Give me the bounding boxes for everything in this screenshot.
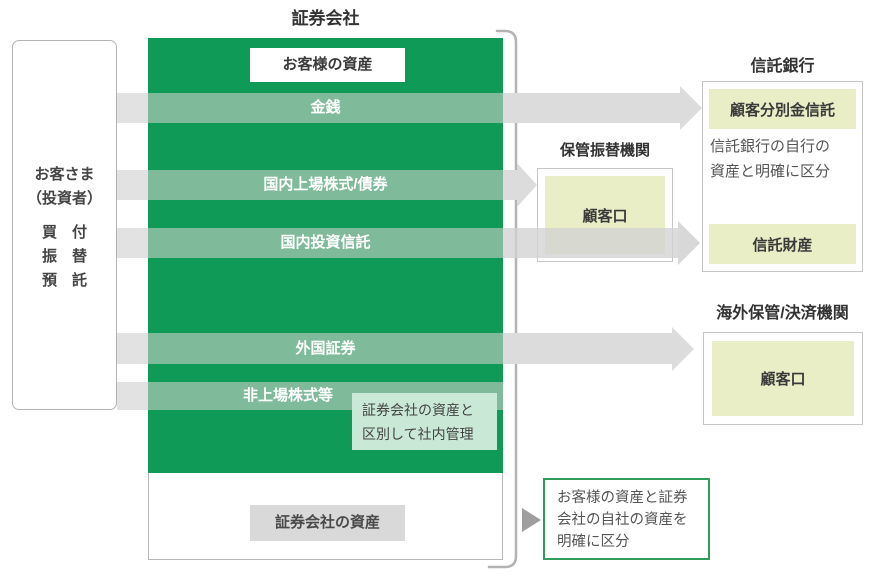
connector-domestic-listed bbox=[117, 170, 149, 200]
inhouse-management-note: 証券会社の資産と 区別して社内管理 bbox=[352, 393, 497, 450]
band-investment-trust: 国内投資信託 bbox=[148, 228, 503, 258]
foreign-securities-arrow-head-icon bbox=[672, 327, 694, 371]
customer-name: お客さま （投資者） bbox=[13, 163, 116, 211]
company-assets-label: 証券会社の資産 bbox=[250, 505, 405, 541]
domestic-listed-flow-arrow bbox=[503, 170, 517, 200]
money-arrow-head-icon bbox=[680, 86, 702, 130]
investment-trust-arrow-head-icon bbox=[678, 221, 700, 265]
overseas-institution-box: 顧客口 bbox=[703, 332, 863, 425]
connector-unlisted bbox=[117, 382, 149, 410]
domestic-listed-arrow-head-icon bbox=[517, 163, 537, 207]
customer-assets-label: お客様の資産 bbox=[250, 48, 405, 82]
connector-investment-trust bbox=[117, 228, 149, 258]
trust-bank-note: 信託銀行の自行の 資産と明確に区分 bbox=[710, 134, 860, 184]
trust-assets-label: 信託財産 bbox=[709, 224, 856, 264]
band-foreign-securities: 外国証券 bbox=[148, 333, 503, 364]
band-money: 金銭 bbox=[148, 93, 503, 123]
custody-institution-title: 保管振替機関 bbox=[559, 142, 650, 159]
money-flow-arrow bbox=[503, 93, 680, 123]
investment-trust-flow-arrow bbox=[503, 228, 678, 258]
segregated-fund-trust-label: 顧客分別金信託 bbox=[709, 89, 856, 129]
customer-actions: 買 付 振 替 預 託 bbox=[13, 221, 116, 293]
foreign-securities-flow-arrow bbox=[503, 333, 672, 364]
customer-name-line2: （投資者） bbox=[26, 190, 102, 207]
customer-box: お客さま （投資者） 買 付 振 替 預 託 bbox=[12, 40, 117, 410]
separation-note-box: お客様の資産と証券 会社の自社の資産を 明確に区分 bbox=[543, 478, 710, 560]
customer-action-buy: 買 付 bbox=[41, 224, 87, 241]
customer-action-deposit: 預 託 bbox=[41, 272, 87, 289]
separation-note-line1: お客様の資産と証券 bbox=[557, 490, 688, 506]
customer-name-line1: お客さま bbox=[34, 166, 95, 183]
band-domestic-listed: 国内上場株式/債券 bbox=[148, 170, 503, 200]
connector-money bbox=[117, 93, 149, 123]
note-pointer-icon bbox=[522, 508, 541, 532]
separation-note-line3: 明確に区分 bbox=[557, 534, 630, 550]
inhouse-note-line1: 証券会社の資産と bbox=[362, 402, 474, 418]
securities-company-title: 証券会社 bbox=[291, 9, 360, 28]
inhouse-note-line2: 区別して社内管理 bbox=[362, 426, 474, 442]
connector-foreign-securities bbox=[117, 333, 149, 364]
overseas-customer-account: 顧客口 bbox=[712, 341, 854, 416]
customer-action-transfer: 振 替 bbox=[41, 248, 87, 265]
trust-bank-note-line1: 信託銀行の自行の bbox=[710, 138, 831, 155]
trust-bank-note-line2: 資産と明確に区分 bbox=[710, 163, 831, 180]
separation-note-line2: 会社の自社の資産を bbox=[557, 512, 688, 528]
overseas-institution-title: 海外保管/決済機関 bbox=[716, 305, 849, 322]
trust-bank-title: 信託銀行 bbox=[750, 58, 815, 75]
